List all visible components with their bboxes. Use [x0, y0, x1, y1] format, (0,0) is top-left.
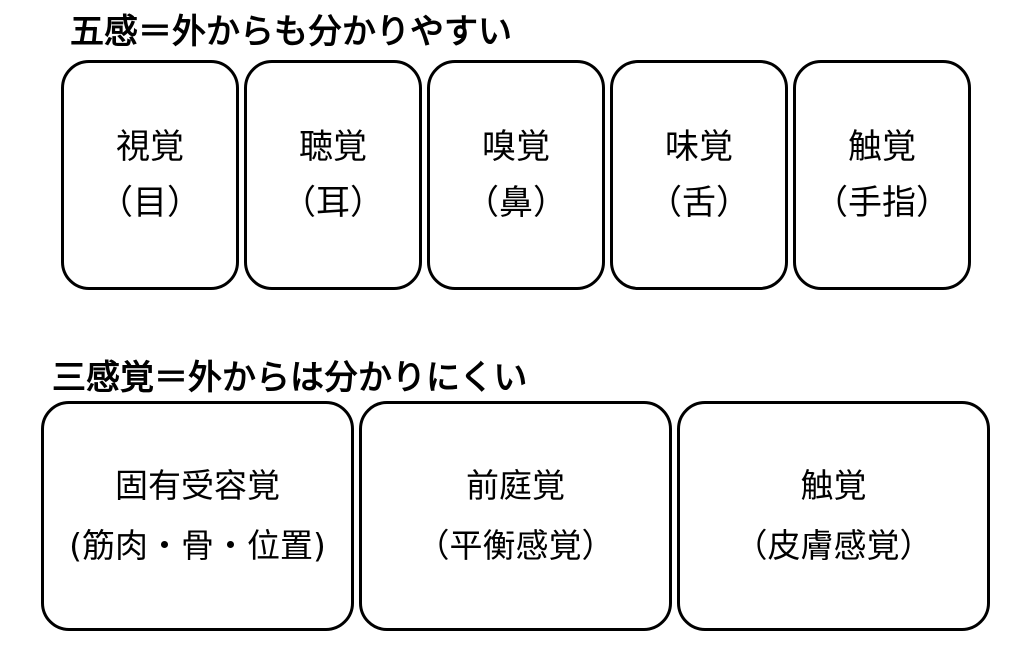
card-subtitle: （皮膚感覚） [734, 526, 933, 565]
sense-card-smell: 嗅覚 （鼻） [427, 60, 605, 290]
card-title: 前庭覚 [466, 466, 565, 505]
card-subtitle: （舌） [648, 183, 750, 223]
three-senses-row: 固有受容覚 (筋肉・骨・位置) 前庭覚 （平衡感覚） 触覚 （皮膚感覚） [41, 401, 990, 631]
five-senses-row: 視覚 （目） 聴覚 （耳） 嗅覚 （鼻） 味覚 （舌） 触覚 （手指） [61, 60, 971, 290]
card-title: 聴覚 [299, 127, 367, 167]
card-subtitle: （耳） [282, 183, 384, 223]
sense-card-sight: 視覚 （目） [61, 60, 239, 290]
sense-card-touch: 触覚 （手指） [793, 60, 971, 290]
card-title: 味覚 [665, 127, 733, 167]
sense-card-proprioception: 固有受容覚 (筋肉・骨・位置) [41, 401, 354, 631]
card-subtitle: （鼻） [465, 183, 567, 223]
sense-card-hearing: 聴覚 （耳） [244, 60, 422, 290]
card-title: 嗅覚 [482, 127, 550, 167]
card-title: 触覚 [800, 466, 867, 505]
card-subtitle: (筋肉・骨・位置) [69, 526, 326, 565]
card-subtitle: （平衡感覚） [416, 526, 615, 565]
five-senses-heading: 五感＝外からも分かりやすい [70, 12, 512, 52]
sense-card-taste: 味覚 （舌） [610, 60, 788, 290]
card-title: 視覚 [116, 127, 184, 167]
card-subtitle: （目） [99, 183, 201, 223]
sense-card-vestibular: 前庭覚 （平衡感覚） [359, 401, 672, 631]
card-title: 触覚 [848, 127, 916, 167]
sense-card-tactile: 触覚 （皮膚感覚） [677, 401, 990, 631]
three-senses-heading: 三感覚＝外からは分かりにくい [52, 358, 528, 398]
card-title: 固有受容覚 [115, 466, 280, 505]
card-subtitle: （手指） [814, 183, 950, 223]
